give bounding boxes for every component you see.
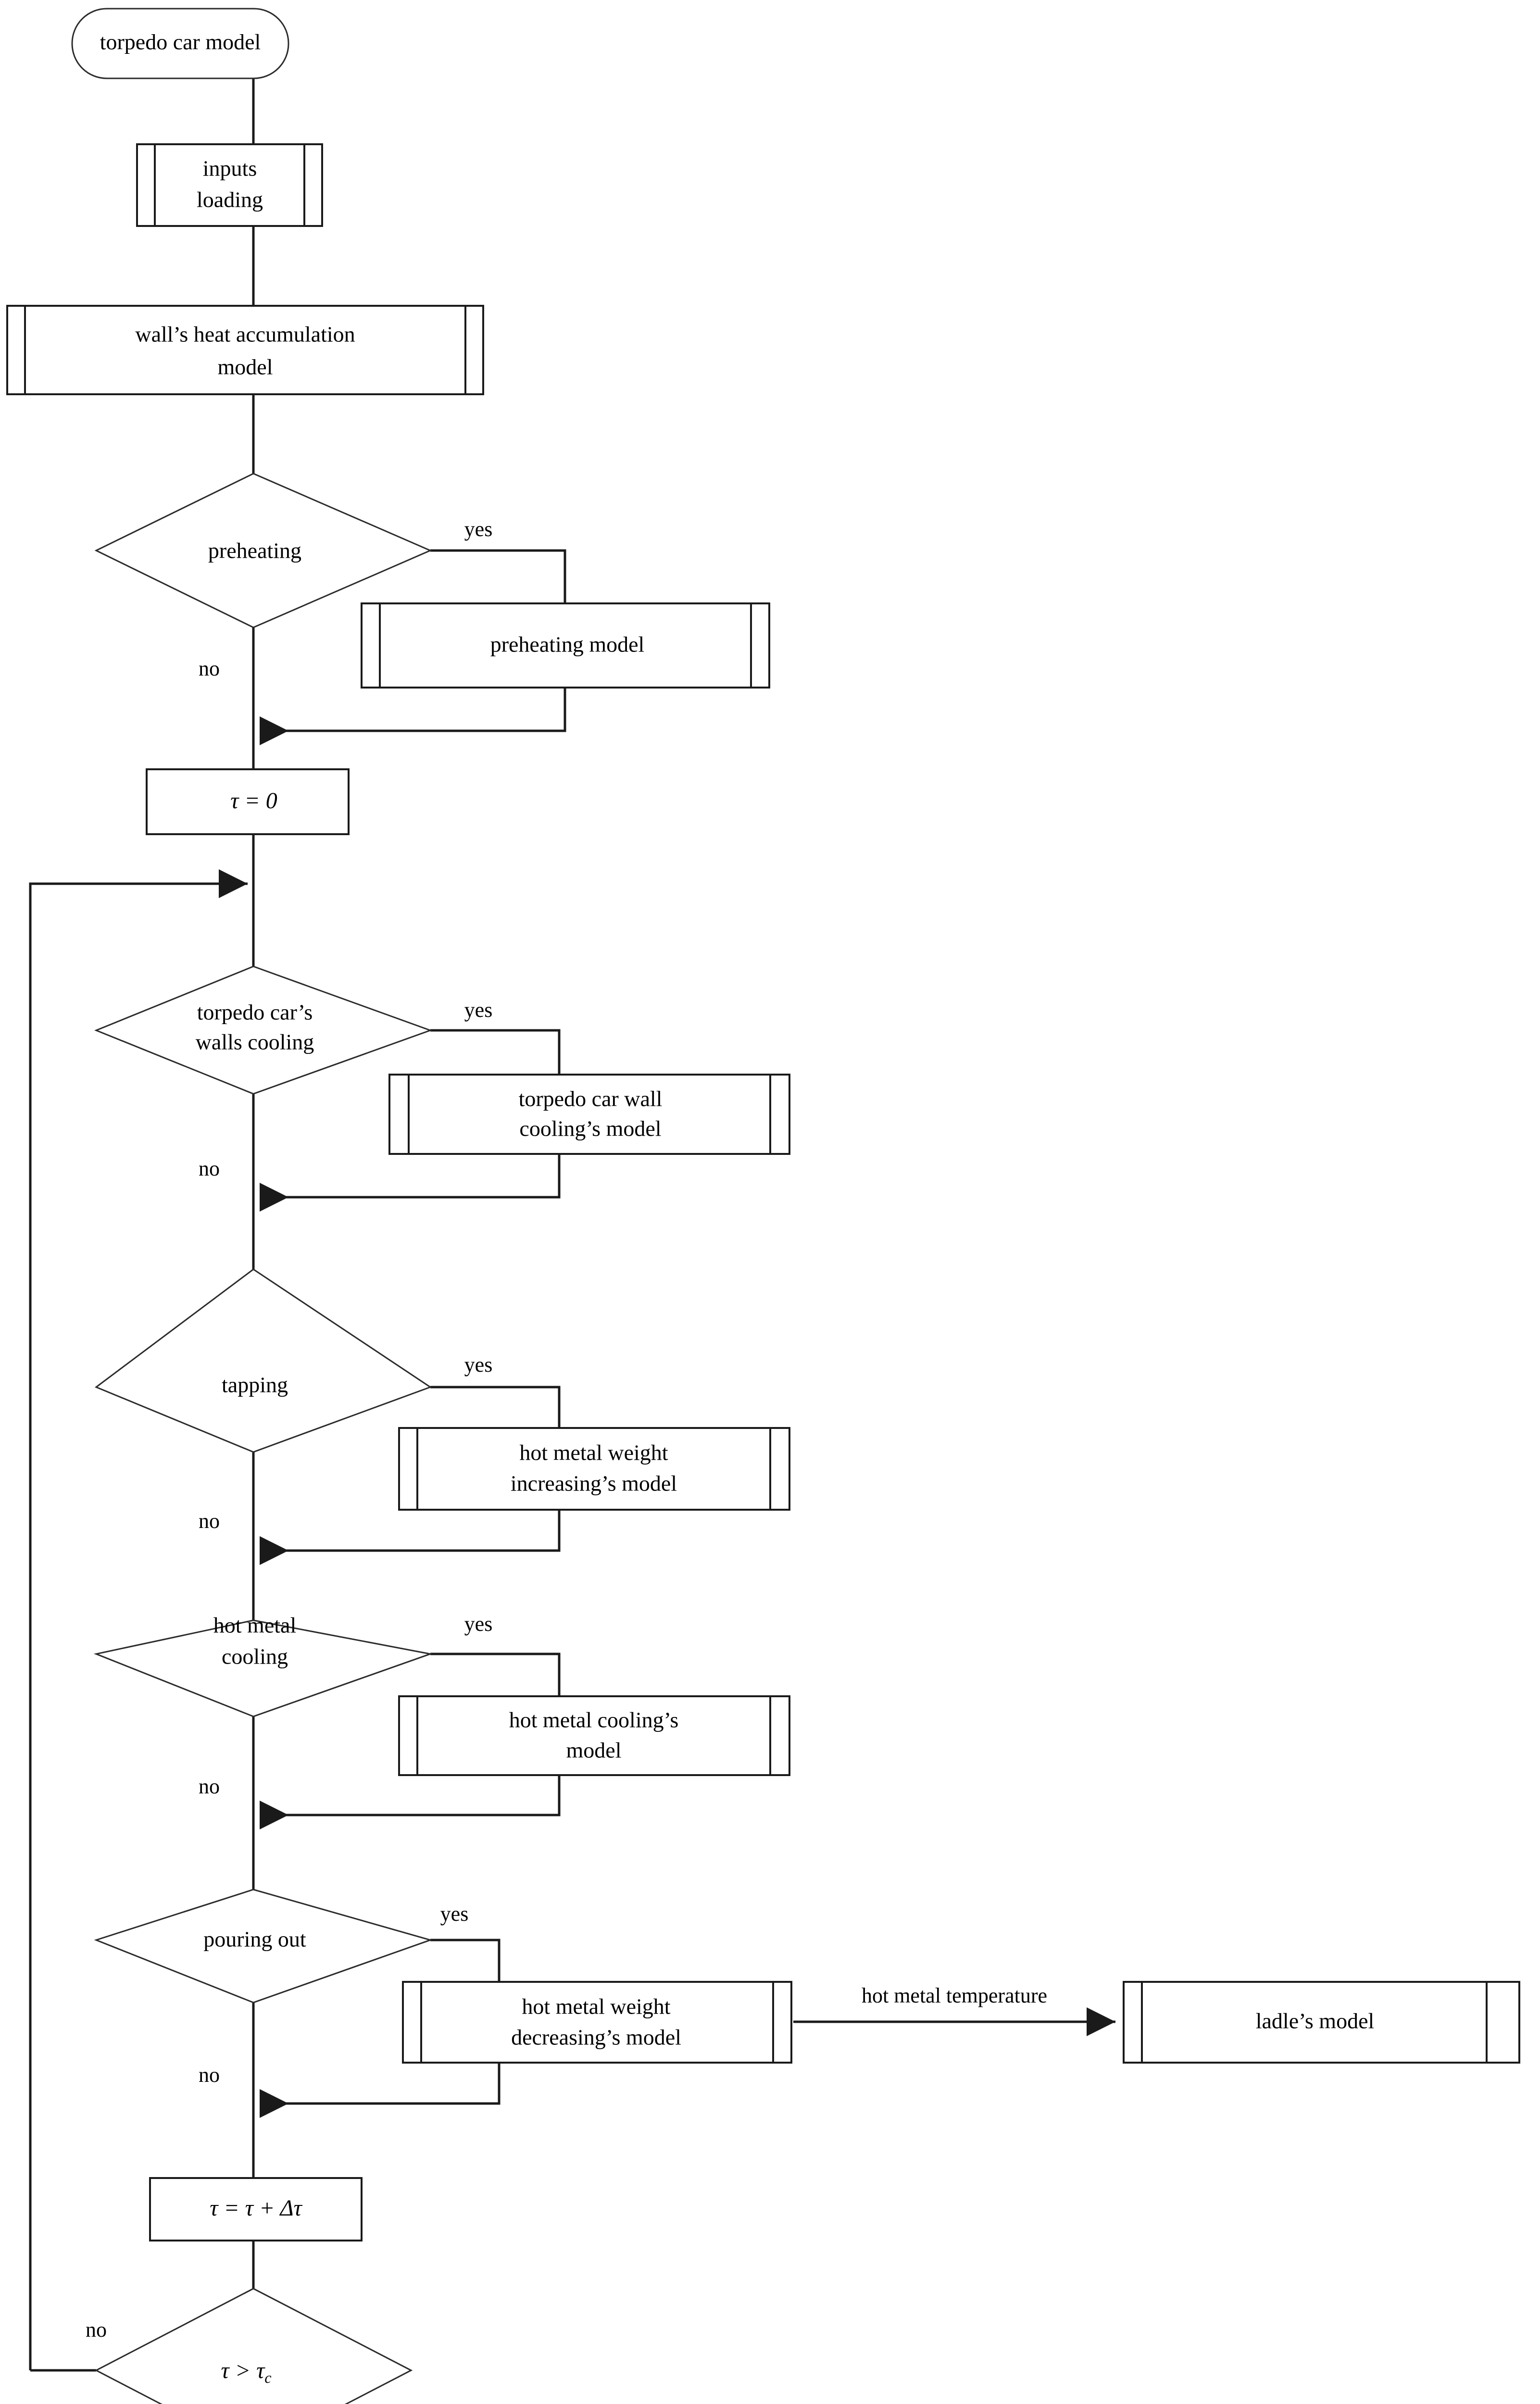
node-pouring-out-decision[interactable]: pouring out: [94, 1889, 433, 2003]
tau-compare-label: τ > τc: [221, 2358, 272, 2386]
node-ladle-model[interactable]: ladle’s model: [1123, 1981, 1520, 2064]
tapping-model-line1: hot metal weight: [519, 1440, 668, 1465]
connector-pouringout-return: [260, 2063, 501, 2118]
edge-label-hotmetalcooling-yes: yes: [464, 1612, 493, 1636]
walls-cooling-label-line1: torpedo car’s: [197, 1000, 313, 1025]
edge-label-wallscooling-yes: yes: [464, 998, 493, 1022]
node-wall-heat-accumulation-model[interactable]: wall’s heat accumulation model: [6, 305, 484, 395]
node-tau-compare-decision[interactable]: τ > τc: [94, 2288, 413, 2404]
node-hot-metal-cooling-decision[interactable]: hot metal cooling: [93, 1613, 433, 1717]
hot-metal-cooling-line1: hot metal: [213, 1613, 296, 1638]
connector-hotmetalcooling-return: [260, 1775, 561, 1829]
connector-wallscooling-return: [260, 1154, 561, 1212]
node-preheating-model[interactable]: preheating model: [361, 602, 770, 689]
connector-hotmetalcooling-yes: [430, 1653, 561, 1696]
edge-label-preheating-yes: yes: [464, 517, 493, 541]
pouring-out-model-line1: hot metal weight: [522, 1994, 670, 2019]
edge-label-wallscooling-no: no: [199, 1157, 220, 1180]
node-tapping-model[interactable]: hot metal weight increasing’s model: [398, 1427, 790, 1511]
edge-label-hot-metal-temperature: hot metal temperature: [862, 1984, 1047, 2007]
start-terminal-label: torpedo car model: [100, 30, 261, 54]
ladle-model-label: ladle’s model: [1256, 2009, 1375, 2033]
tau-increment-label: τ = τ + Δτ: [210, 2195, 302, 2221]
wall-heat-label-line1: wall’s heat accumulation: [135, 322, 355, 347]
node-hot-metal-cooling-model[interactable]: hot metal cooling’s model: [398, 1695, 790, 1776]
connector-preheating-return: [260, 688, 566, 745]
hot-metal-cooling-model-line1: hot metal cooling’s: [509, 1708, 679, 1732]
preheating-model-label: preheating model: [490, 632, 645, 657]
connector-tapping-return: [260, 1510, 561, 1565]
node-walls-cooling-model[interactable]: torpedo car wall cooling’s model: [388, 1074, 790, 1155]
preheating-decision-label: preheating: [208, 538, 301, 563]
node-preheating-decision[interactable]: preheating: [94, 473, 432, 628]
node-walls-cooling-decision[interactable]: torpedo car’s walls cooling: [94, 965, 433, 1095]
connector-wallscooling-yes: [430, 1029, 561, 1075]
connector-tapping-yes: [430, 1386, 561, 1428]
edge-label-hotmetalcooling-no: no: [199, 1775, 220, 1798]
inputs-loading-label-line1: inputs: [203, 156, 257, 181]
tapping-decision-label: tapping: [222, 1373, 288, 1397]
pouring-out-decision-label: pouring out: [203, 1927, 306, 1952]
hot-metal-cooling-model-line2: model: [566, 1738, 622, 1763]
tapping-model-line2: increasing’s model: [511, 1471, 677, 1496]
edge-label-tapping-yes: yes: [464, 1353, 493, 1377]
node-tau-init[interactable]: τ = 0: [146, 768, 350, 835]
node-tapping-decision[interactable]: tapping: [94, 1268, 432, 1453]
walls-cooling-model-line2: cooling’s model: [519, 1116, 661, 1141]
pouring-out-model-line2: decreasing’s model: [511, 2025, 681, 2050]
connector-preheating-yes: [430, 549, 566, 603]
hot-metal-cooling-line2: cooling: [222, 1644, 288, 1669]
tau-init-label: τ = 0: [230, 788, 277, 814]
node-inputs-loading[interactable]: inputs loading: [136, 143, 323, 227]
connector-loop-back-rail: [29, 869, 248, 2370]
edge-label-pouringout-no: no: [199, 2063, 220, 2087]
node-tau-increment[interactable]: τ = τ + Δτ: [149, 2177, 363, 2241]
connector-pouringout-yes: [430, 1939, 501, 1982]
node-start-terminal[interactable]: torpedo car model: [71, 8, 289, 79]
wall-heat-label-line2: model: [218, 355, 273, 379]
inputs-loading-label-line2: loading: [197, 188, 263, 212]
node-pouring-out-model[interactable]: hot metal weight decreasing’s model: [402, 1981, 792, 2064]
walls-cooling-model-line1: torpedo car wall: [519, 1087, 663, 1111]
edge-label-preheating-no: no: [199, 657, 220, 680]
edge-label-pouringout-yes: yes: [440, 1902, 469, 1926]
edge-label-taucompare-no: no: [86, 2318, 107, 2341]
walls-cooling-label-line2: walls cooling: [196, 1030, 314, 1054]
edge-label-tapping-no: no: [199, 1509, 220, 1533]
